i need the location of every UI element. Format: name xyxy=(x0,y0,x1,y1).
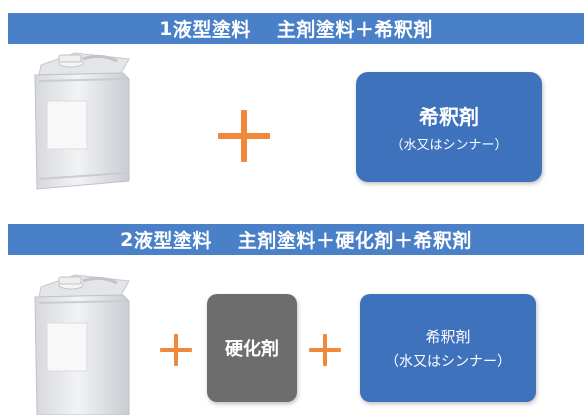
hardener-box: 硬化剤 xyxy=(207,294,297,402)
plus-icon xyxy=(218,110,270,162)
plus-icon xyxy=(160,334,192,366)
diluent-sub-label-2: （水又はシンナー） xyxy=(385,353,511,370)
plus-icon xyxy=(309,334,341,366)
diluent-label: 希釈剤 xyxy=(419,105,479,129)
diluent-box: 希釈剤 （水又はシンナー） xyxy=(356,72,542,182)
section1-formula: 主剤塗料＋希釈剤 xyxy=(276,19,433,41)
paint-can-icon xyxy=(34,274,130,415)
paint-can-icon xyxy=(34,52,130,190)
hardener-label: 硬化剤 xyxy=(225,339,279,360)
diluent-label-2: 希釈剤 xyxy=(425,327,471,346)
section2-title: 液型塗料 xyxy=(133,230,212,252)
section1-title: 液型塗料 xyxy=(172,19,251,41)
section2-number: 2 xyxy=(120,228,134,251)
diluent-box-2: 希釈剤 （水又はシンナー） xyxy=(360,294,536,402)
diluent-sub-label: （水又はシンナー） xyxy=(390,138,508,153)
section2-formula: 主剤塗料＋硬化剤＋希釈剤 xyxy=(237,230,472,252)
section1-number: 1 xyxy=(159,17,173,40)
